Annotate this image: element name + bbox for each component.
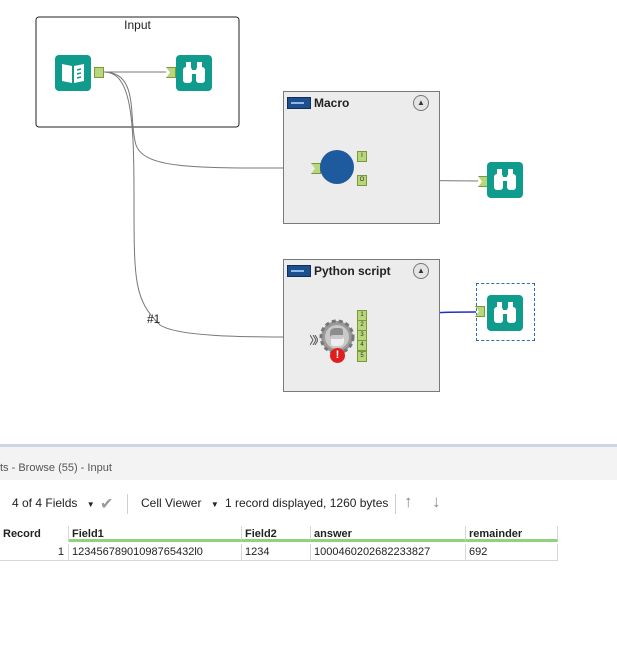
toolbar-separator (127, 494, 128, 514)
container-icon (287, 97, 311, 109)
connection-label: #1 (147, 312, 161, 326)
python-tool[interactable] (318, 318, 356, 356)
container-icon (287, 265, 311, 277)
python-container-title: Python script (314, 264, 391, 278)
cell-viewer-dropdown[interactable]: Cell Viewer ▼ (141, 496, 219, 510)
connection-input-python[interactable] (103, 71, 312, 338)
input-container-border (35, 16, 240, 128)
python-output-anchor-4[interactable]: 4 (357, 340, 367, 351)
book-icon (62, 64, 84, 83)
fields-dropdown[interactable]: 4 of 4 Fields ▼ (12, 496, 95, 510)
macro-output-anchor-o[interactable]: O (357, 175, 367, 186)
column-header-remainder[interactable]: remainder (466, 526, 558, 542)
selection-box (476, 283, 535, 341)
input-container-title: Input (124, 18, 151, 32)
collapse-icon[interactable]: ▲ (413, 95, 429, 111)
binoculars-icon (494, 169, 516, 190)
python-gear-icon (319, 319, 355, 355)
table-cell-field2[interactable]: 1234 (242, 544, 311, 561)
column-header-answer[interactable]: answer (311, 526, 466, 542)
input-data-tool[interactable] (55, 55, 91, 91)
results-toolbar: 4 of 4 Fields ▼ ✔ Cell Viewer ▼ 1 record… (0, 488, 617, 518)
table-cell-record[interactable]: 1 (0, 544, 69, 561)
record-info: 1 record displayed, 1260 bytes (225, 496, 389, 510)
cell-viewer-label: Cell Viewer (141, 496, 202, 510)
browse-tool-1[interactable] (176, 55, 212, 91)
browse-tool-2[interactable] (487, 162, 523, 198)
macro-container-header[interactable]: Macro ▲ (284, 92, 439, 114)
python-input-anchor[interactable] (309, 332, 319, 346)
arrow-up-icon[interactable]: ↑ (404, 492, 413, 511)
table-cell-remainder[interactable]: 692 (466, 544, 558, 561)
connection-input-macro[interactable] (103, 71, 313, 169)
input-output-anchor[interactable] (94, 67, 104, 78)
chevron-down-icon: ▼ (86, 500, 95, 509)
column-header-field2[interactable]: Field2 (242, 526, 311, 542)
table-cell-answer[interactable]: 1000460202682233827 (311, 544, 466, 561)
macro-output-anchor-i[interactable]: I (357, 151, 367, 162)
python-output-anchor-5[interactable]: 5 (357, 351, 367, 362)
multi-input-icon (309, 334, 319, 346)
fields-label: 4 of 4 Fields (12, 496, 78, 510)
error-icon: ! (330, 348, 345, 363)
chevron-down-icon: ▼ (210, 500, 219, 509)
arrow-down-icon[interactable]: ↓ (432, 492, 441, 511)
results-pane: ts - Browse (55) - Input 4 of 4 Fields ▼… (0, 444, 617, 649)
python-container-header[interactable]: Python script ▲ (284, 260, 439, 282)
results-header: ts - Browse (55) - Input (0, 444, 617, 480)
results-title: ts - Browse (55) - Input (0, 462, 112, 474)
column-header-record[interactable]: Record (0, 526, 69, 542)
table-cell-field1[interactable]: 12345678901098765432l0 (69, 544, 242, 561)
workflow-canvas[interactable]: Input Macro ▲ I O (0, 0, 617, 444)
browse-tool-3[interactable] (487, 295, 523, 331)
column-header-field1[interactable]: Field1 (69, 526, 242, 542)
binoculars-icon (494, 302, 516, 323)
macro-tool[interactable] (320, 150, 354, 184)
macro-container[interactable]: Macro ▲ (283, 91, 440, 224)
macro-container-title: Macro (314, 96, 350, 110)
binoculars-icon (183, 62, 205, 83)
collapse-icon[interactable]: ▲ (413, 263, 429, 279)
checkmark-icon[interactable]: ✔ (100, 496, 114, 513)
toolbar-separator (395, 494, 396, 514)
